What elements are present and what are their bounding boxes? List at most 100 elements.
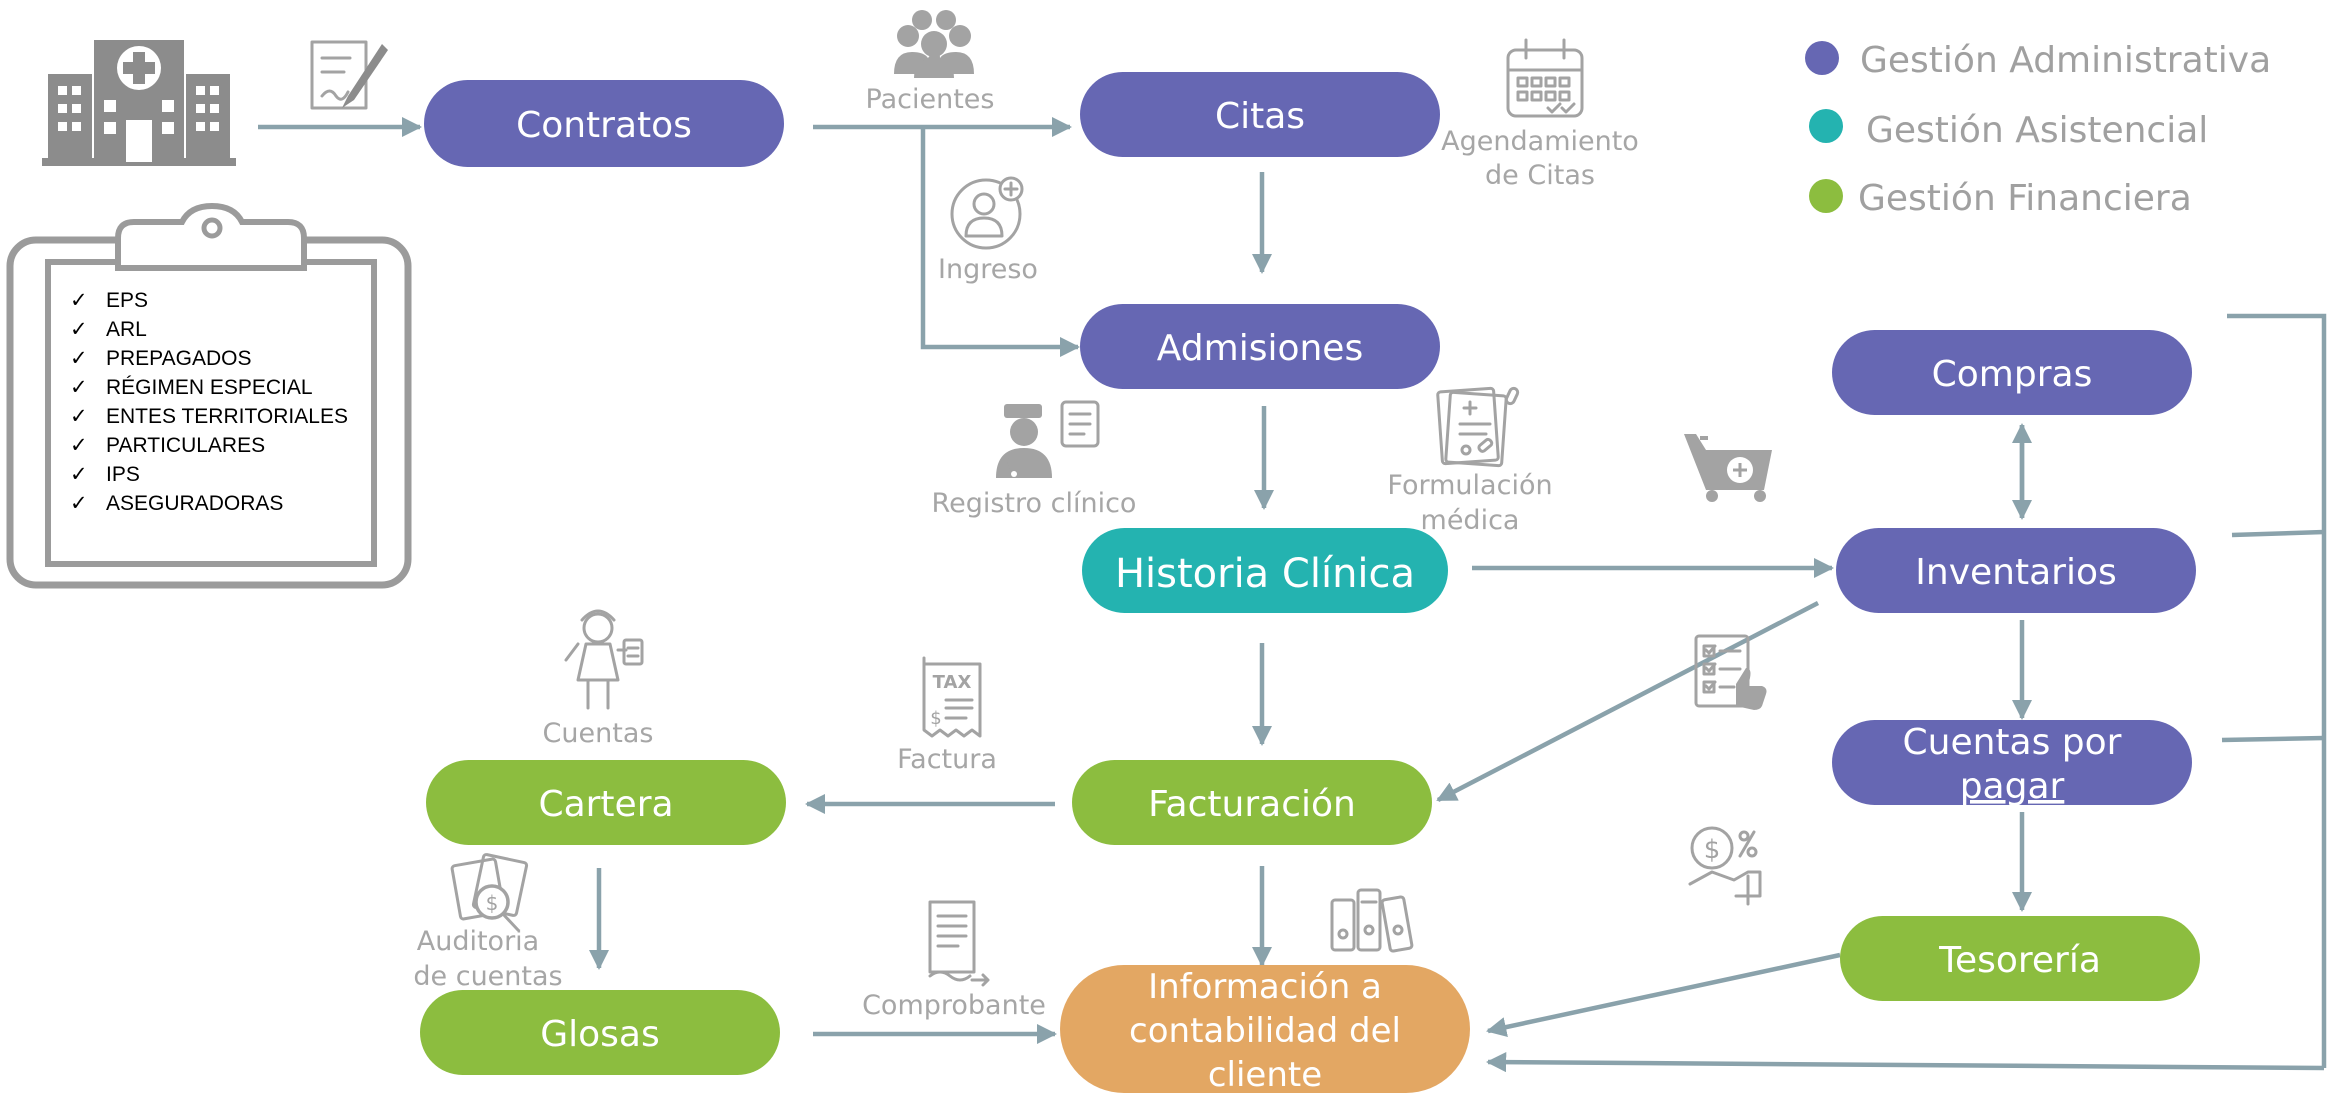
clipboard-check-2: ✓ bbox=[70, 318, 88, 341]
legend-dot-asistencial bbox=[1809, 109, 1843, 143]
label-auditoria-line-2: de cuentas bbox=[413, 961, 562, 992]
bracket-tick-cuentas bbox=[2221, 735, 2325, 743]
clipboard-list: ✓ EPS ✓ ARL ✓ PREPAGADOS ✓ RÉGIMEN ESPEC… bbox=[70, 289, 348, 515]
node-citas: Citas bbox=[1080, 72, 1440, 157]
node-citas-label: Citas bbox=[1215, 96, 1305, 137]
checklist-thumbs-icon bbox=[1694, 634, 1767, 710]
node-inventarios: Inventarios bbox=[1836, 528, 2196, 613]
clipboard-check-1: ✓ bbox=[70, 289, 88, 312]
tax-text: TAX bbox=[933, 672, 972, 693]
money-hand-icon: $ bbox=[1688, 826, 1762, 906]
user-add-icon bbox=[950, 176, 1024, 250]
node-informacion-shape bbox=[1060, 965, 1470, 1093]
node-inventarios-label: Inventarios bbox=[1915, 552, 2116, 593]
clipboard-item: RÉGIMEN ESPECIAL bbox=[106, 376, 313, 399]
node-contratos: Contratos bbox=[424, 80, 784, 167]
node-tesoreria-shape bbox=[1840, 916, 2200, 1001]
clipboard-check-6: ✓ bbox=[70, 434, 88, 457]
node-admisiones-label: Admisiones bbox=[1157, 328, 1363, 369]
clipboard-item: ARL bbox=[106, 318, 147, 341]
clipboard-clip-hole bbox=[201, 217, 223, 239]
node-cuentas-pagar-line-2: pagar bbox=[1960, 766, 2065, 807]
connectors bbox=[258, 116, 2327, 1073]
node-informacion-line-1: Información a bbox=[1148, 967, 1382, 1007]
legend: Gestión Administrativa Gestión Asistenci… bbox=[1805, 40, 2271, 219]
cart-add-icon bbox=[1684, 434, 1772, 502]
contract-edit-icon bbox=[310, 40, 388, 110]
calendar-icon bbox=[1506, 38, 1584, 118]
clipboard-check-5: ✓ bbox=[70, 405, 88, 428]
group-users-icon bbox=[894, 10, 974, 78]
node-cartera: Cartera bbox=[426, 760, 786, 845]
label-formulacion-line-1: Formulación bbox=[1387, 470, 1552, 501]
node-inventarios-shape bbox=[1836, 528, 2196, 613]
doctor-icon bbox=[996, 400, 1100, 478]
node-glosas-label: Glosas bbox=[540, 1014, 660, 1055]
node-admisiones-shape bbox=[1080, 304, 1440, 389]
clipboard-item: ENTES TERRITORIALES bbox=[106, 405, 348, 428]
label-auditoria-line-1: Auditoria bbox=[417, 926, 539, 957]
svg-text:$: $ bbox=[1704, 835, 1721, 865]
clipboard-check-4: ✓ bbox=[70, 376, 88, 399]
legend-label-asistencial: Gestión Asistencial bbox=[1866, 110, 2208, 151]
label-comprobante: Comprobante bbox=[862, 990, 1046, 1021]
clipboard-item: PARTICULARES bbox=[106, 434, 265, 457]
label-agendamiento-line-1: Agendamiento bbox=[1441, 126, 1639, 157]
label-pacientes: Pacientes bbox=[866, 84, 995, 115]
node-historia-clinica: Historia Clínica bbox=[1082, 528, 1448, 613]
node-historia-shape bbox=[1082, 528, 1448, 613]
label-formulacion-line-2: médica bbox=[1421, 505, 1520, 536]
bracket-right bbox=[2227, 313, 2327, 1068]
clipboard-item: PREPAGADOS bbox=[106, 347, 251, 370]
node-cuentas-por-pagar: Cuentas por pagar bbox=[1832, 720, 2192, 807]
node-informacion-line-2: contabilidad del bbox=[1129, 1011, 1401, 1051]
tax-receipt-icon: TAX $ bbox=[922, 656, 982, 738]
node-tesoreria-label: Tesorería bbox=[1938, 940, 2101, 981]
node-cartera-shape bbox=[426, 760, 786, 845]
node-compras: Compras bbox=[1832, 330, 2192, 415]
svg-text:$: $ bbox=[486, 891, 499, 915]
node-citas-shape bbox=[1080, 72, 1440, 157]
label-agendamiento-line-2: de Citas bbox=[1485, 160, 1595, 191]
clipboard-item: IPS bbox=[106, 463, 140, 486]
node-cuentas-pagar-line-1: Cuentas por bbox=[1903, 722, 2122, 763]
clipboard-paper bbox=[45, 259, 377, 567]
label-factura: Factura bbox=[897, 744, 997, 775]
arrow-inventarios-facturacion bbox=[1436, 601, 1820, 802]
node-contratos-shape bbox=[424, 80, 784, 167]
node-cuentas-pagar-shape bbox=[1832, 720, 2192, 805]
arrow-ingreso-admisiones bbox=[920, 127, 1081, 358]
binders-icon bbox=[1330, 888, 1414, 953]
node-admisiones: Admisiones bbox=[1080, 304, 1440, 389]
clipboard: ✓ EPS ✓ ARL ✓ PREPAGADOS ✓ RÉGIMEN ESPEC… bbox=[6, 202, 412, 589]
woman-calculator-icon bbox=[564, 609, 644, 710]
legend-label-financiera: Gestión Financiera bbox=[1858, 178, 2192, 219]
clipboard-item: EPS bbox=[106, 289, 148, 312]
node-glosas: Glosas bbox=[420, 990, 780, 1075]
audit-documents-icon: $ bbox=[450, 853, 529, 932]
label-cuentas: Cuentas bbox=[543, 718, 654, 749]
clipboard-item: ASEGURADORAS bbox=[106, 492, 283, 515]
svg-text:$: $ bbox=[930, 708, 941, 729]
node-contratos-label: Contratos bbox=[516, 105, 692, 146]
arrow-bracket-informacion bbox=[1485, 1052, 2325, 1073]
receipt-icon bbox=[928, 900, 990, 987]
label-ingreso: Ingreso bbox=[938, 254, 1038, 285]
legend-label-administrativa: Gestión Administrativa bbox=[1860, 40, 2271, 81]
legend-dot-financiera bbox=[1809, 179, 1843, 213]
node-facturacion: Facturación bbox=[1072, 760, 1432, 845]
legend-dot-administrativa bbox=[1805, 41, 1839, 75]
node-compras-shape bbox=[1832, 330, 2192, 415]
node-cartera-label: Cartera bbox=[538, 784, 673, 825]
arrow-tesoreria-informacion bbox=[1486, 952, 1841, 1038]
node-tesoreria: Tesorería bbox=[1840, 916, 2200, 1001]
clipboard-check-3: ✓ bbox=[70, 347, 88, 370]
clipboard-check-8: ✓ bbox=[70, 492, 88, 515]
node-glosas-shape bbox=[420, 990, 780, 1075]
bracket-tick-inventarios bbox=[2231, 529, 2325, 538]
label-registro-clinico: Registro clínico bbox=[932, 488, 1137, 519]
node-informacion-line-3: cliente bbox=[1208, 1055, 1322, 1093]
node-informacion-contabilidad: Información a contabilidad del cliente bbox=[1060, 965, 1470, 1093]
node-compras-label: Compras bbox=[1932, 354, 2093, 395]
